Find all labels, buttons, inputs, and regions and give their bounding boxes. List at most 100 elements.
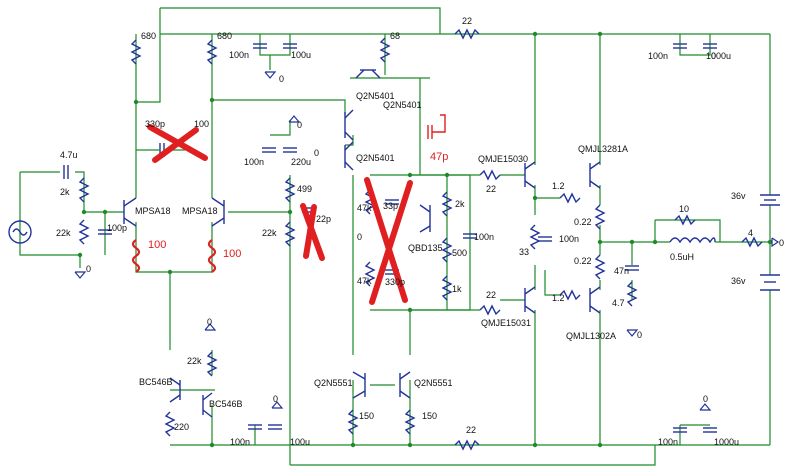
resistor-150b [404,409,416,435]
capacitor-47n [625,265,639,271]
transistor-qmje15030 [524,161,536,189]
capacitor-47p [427,114,446,139]
label-c22p: 22p [316,214,331,224]
squiggle-100b [207,239,217,273]
capacitor-100p [98,229,112,235]
transistor-qmjl1302a [589,286,601,314]
transistor-bc546b-b [202,392,213,418]
label-r4-7: 4.7 [612,298,625,308]
capacitor-33p [385,199,399,205]
label-c100n-mid: 100n [244,157,264,167]
label-r150-a: 150 [359,411,374,421]
label-l0-5uh: 0.5uH [670,252,694,262]
label-r33: 33 [519,247,529,257]
label-q2n5401-c: Q2N5401 [356,153,395,163]
transistor-qmjl3281a [589,161,601,189]
transistor-mpsa18-a [123,197,137,227]
label-c100u-top: 100u [291,50,311,60]
label-c1000u-top: 1000u [706,51,731,61]
label-c330p-b: 330p [385,277,405,287]
resistor-33 [529,224,541,250]
label-r1k: 1k [452,284,462,294]
resistor-22-top [454,28,480,40]
transistor-q2n5401-c [344,141,354,171]
label-r10: 10 [679,204,689,214]
cross-mark-vas [364,177,413,305]
label-mpsa18-b: MPSA18 [182,206,218,216]
label-r47k-a: 47k [357,203,372,213]
red-annotations [131,124,413,305]
label-c100u-bot: 100u [290,437,310,447]
label-g8: 0 [637,330,642,340]
label-r22-drv-b: 22 [486,290,496,300]
wires [19,7,771,466]
resistor-10 [674,214,696,226]
resistor-1-2b [559,289,581,301]
resistor-499 [284,177,296,203]
label-c47n: 47n [614,266,629,276]
label-r22-top: 22 [462,16,472,26]
label-v36-bot: 36v [731,276,746,286]
label-bc546b-a: BC546B [139,377,173,387]
label-c100n-rt: 100n [648,51,668,61]
capacitor-100n-bot-rt [673,427,687,433]
label-c100n-bot: 100n [230,437,250,447]
label-c220u: 220u [291,157,311,167]
label-q2n5551-a: Q2N5551 [314,378,353,388]
label-c47p: 47p [430,151,448,163]
label-out0: 0 [779,238,784,248]
label-g6: 0 [273,394,278,404]
components [8,28,780,451]
label-v36-top: 36v [731,191,746,201]
capacitor-100n-vbe [463,233,477,239]
label-c4u7: 4.7u [60,150,78,160]
label-c100n-drv: 100n [559,234,579,244]
resistor-500 [441,237,453,263]
capacitor-100u-top [283,43,297,49]
resistor-220 [164,411,176,437]
resistor-22-drv-a [479,169,501,181]
resistor-150a [347,409,359,435]
label-r500: 500 [452,248,467,258]
label-q2n5551-b: Q2N5551 [414,378,453,388]
battery-36v-top [760,194,780,206]
squiggle-100a [131,239,141,273]
label-g7: 0 [703,394,708,404]
label-qbd135: QBD135 [408,243,443,253]
ac-source [8,220,32,244]
resistor-680b [206,39,218,65]
inductor-0-5uh [669,237,716,244]
capacitor-4u7 [63,165,69,179]
resistor-0-22a [594,204,606,230]
capacitor-1000u-bot [703,427,717,433]
label-g2: 0 [279,74,284,84]
resistor-22k-cm [206,351,218,377]
capacitor-100n-top [253,43,267,49]
ground-symbols [74,71,780,411]
label-r680b: 680 [217,31,232,41]
resistor-1k [441,275,453,301]
label-r2k-vbe: 2k [455,199,465,209]
resistor-47k-b [364,261,376,287]
label-bc546b-b: BC546B [209,399,243,409]
resistor-0-22b [594,254,606,280]
resistor-4 [741,236,763,248]
resistor-47k-a [364,189,376,215]
label-r1-2b: 1.2 [552,293,565,303]
transistor-mpsa18-b [211,197,225,227]
junctions [77,31,773,448]
label-r150-b: 150 [422,411,437,421]
resistor-2k-vbe [441,191,453,217]
transistor-q2n5401-a [344,109,354,141]
label-g1: 0 [86,264,91,274]
label-r100-mid: 100 [194,119,209,129]
label-c100n-top: 100n [229,50,249,60]
label-r0-22b: 0.22 [574,256,592,266]
label-c1000u-bot: 1000u [714,437,739,447]
resistor-22k-in [78,219,90,245]
resistor-22-bot [454,439,480,451]
label-r2k-in: 2k [60,187,70,197]
label-r499: 499 [297,184,312,194]
resistor-1-2a [559,192,581,204]
